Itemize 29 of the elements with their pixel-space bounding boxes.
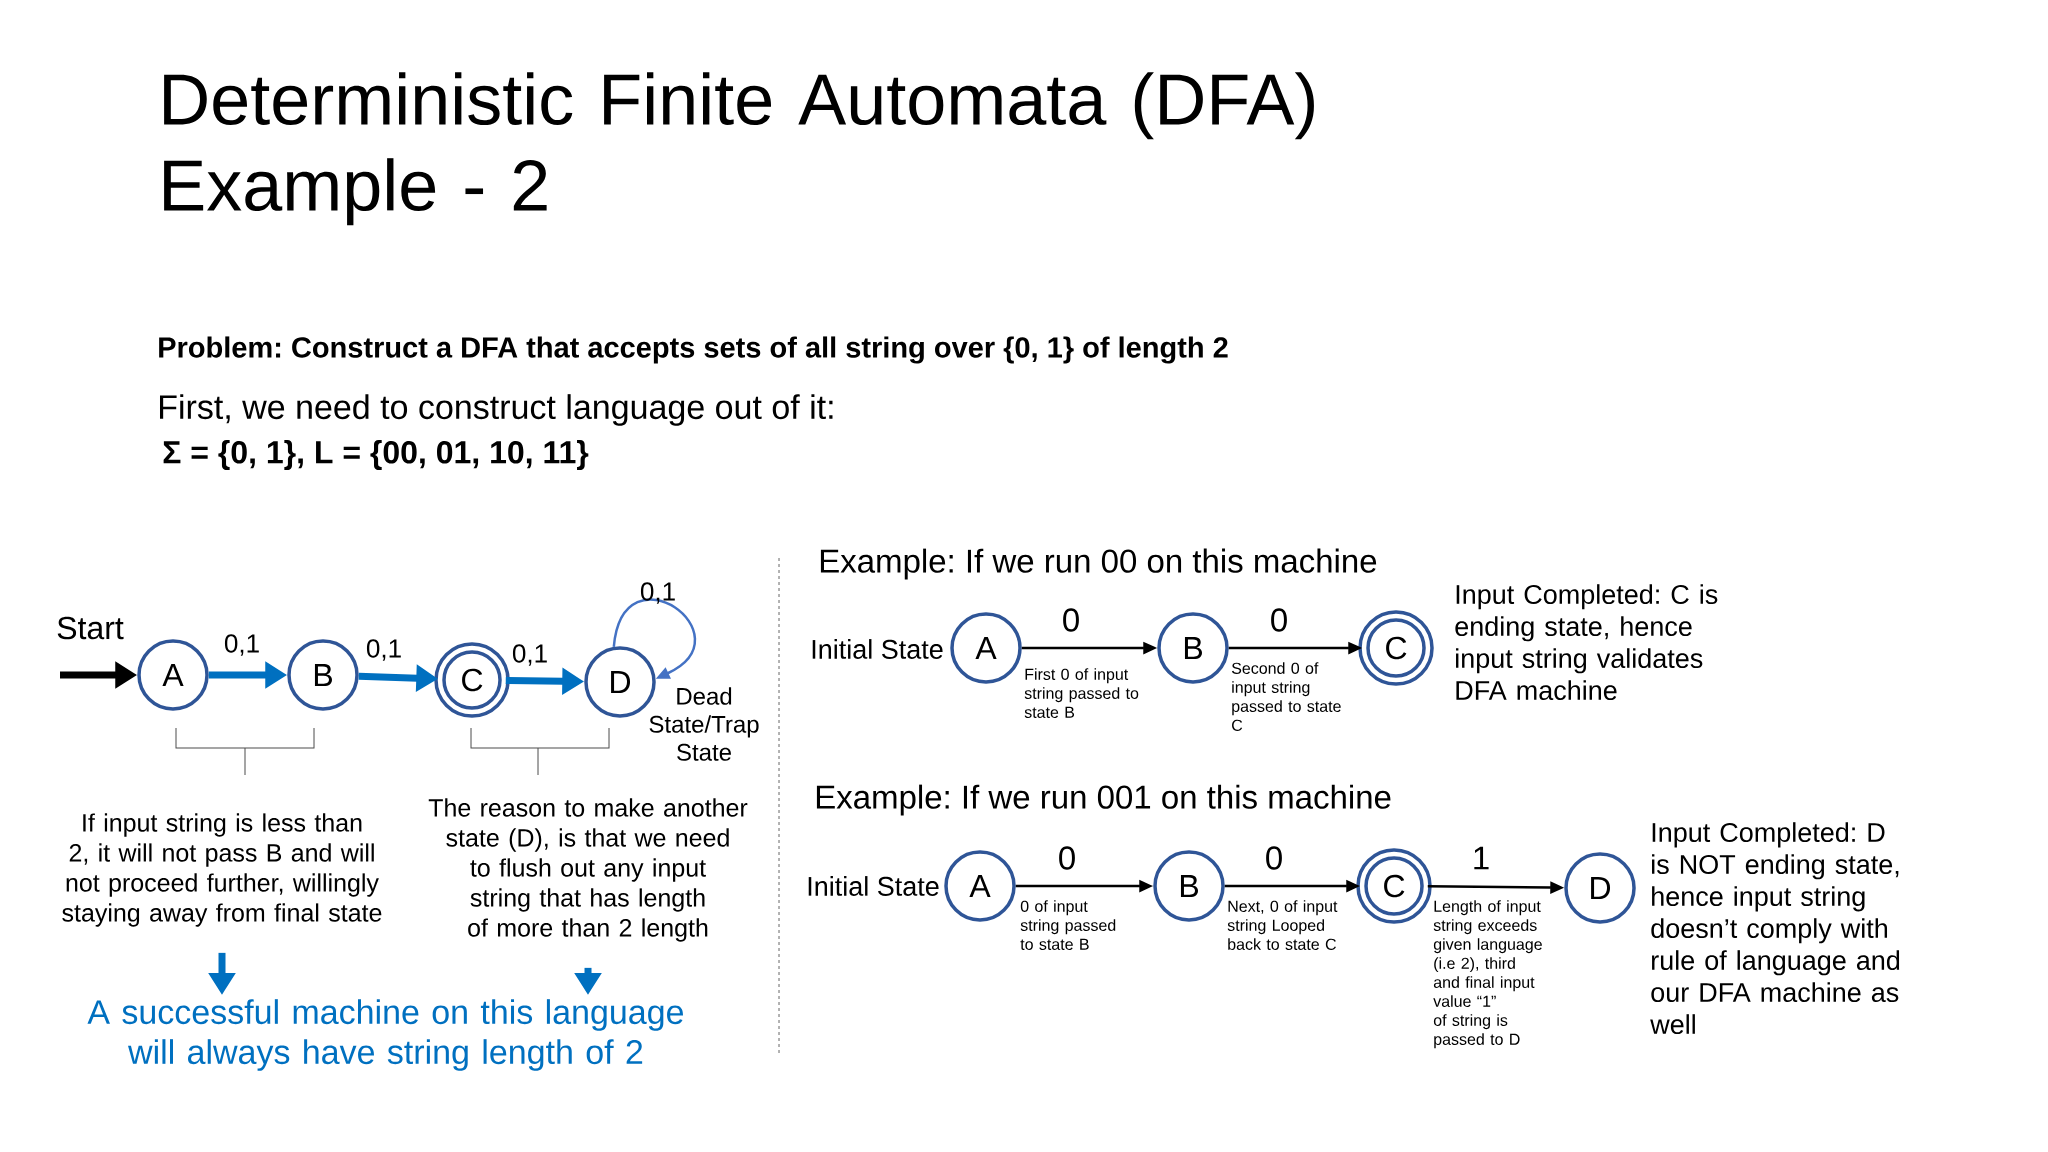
edge-label: 0 — [1063, 608, 1079, 632]
start-label: Start — [57, 616, 124, 640]
note-text: If input string is less than 2, it will not pass B and will not proceed further, willingly staying away from final state — [62, 813, 382, 927]
description-text: 0 of input string passed to state B — [1020, 900, 1116, 950]
body-text: First, we need to construct language out of it: — [160, 394, 833, 426]
edge-label: 0,1 — [512, 644, 547, 666]
edge-label: 0 — [1271, 608, 1287, 632]
description-text: Length of input string exceeds given language (i.e 2), third and final input value “1” of string is passed to D — [1433, 900, 1542, 1049]
state-caption: Initial State — [808, 876, 939, 896]
arrow — [612, 598, 696, 679]
edge-label: 0 — [1266, 846, 1282, 870]
formula-text: Σ = {0, 1}, L = {00, 01, 10, 11} — [163, 440, 589, 470]
result-text: Input Completed: D is NOT ending state, hence input string doesn’t comply with rule of language and our DFA machine as well — [1650, 822, 1900, 1035]
edge-label: 0,1 — [366, 639, 401, 661]
state-caption: Initial State — [812, 639, 943, 659]
example-heading: Example: If we run 001 on this machine — [816, 784, 1391, 816]
example-heading: Example: If we run 00 on this machine — [820, 548, 1377, 580]
title-text: Deterministic Finite Automata (DFA) Example - 2 — [164, 72, 1314, 226]
result-text: Input Completed: C is ending state, hence input string validates DFA machine — [1455, 584, 1718, 701]
edge-label: 0,1 — [640, 582, 675, 604]
edge-label: 0 — [1059, 846, 1075, 870]
conclusion-text: A successful machine on this language will always have string length of 2 — [87, 999, 683, 1071]
description-text: Next, 0 of input string Looped back to state C — [1227, 900, 1338, 950]
note-text: The reason to make another state (D), is that we need to flush out any input string that has length of more than 2 length — [428, 798, 748, 942]
description-text: First 0 of input string passed to state B — [1024, 668, 1139, 718]
edge-label: 1 — [1474, 846, 1489, 870]
problem-statement: Problem: Construct a DFA that accepts sets of all string over {0, 1} of length 2 — [159, 336, 1228, 364]
description-text: Second 0 of input string passed to state C — [1231, 662, 1341, 731]
edge-label: 0,1 — [224, 634, 259, 656]
